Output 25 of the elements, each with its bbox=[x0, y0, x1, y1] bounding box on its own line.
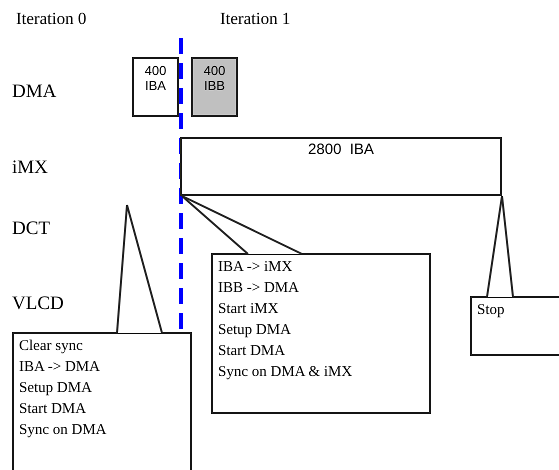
step-text: Start iMX bbox=[218, 300, 278, 319]
step-text: Stop bbox=[477, 301, 505, 320]
step-text: Start DMA bbox=[19, 400, 86, 419]
row-label: DMA bbox=[12, 80, 56, 104]
step-text: Setup DMA bbox=[218, 321, 291, 340]
step-text: Sync on DMA bbox=[19, 421, 107, 440]
callout-box bbox=[470, 296, 559, 356]
step-text: IBB -> DMA bbox=[218, 279, 299, 298]
callout-box bbox=[12, 332, 192, 470]
memory-block: 400 IBB bbox=[191, 57, 238, 117]
step-text: IBA -> DMA bbox=[19, 358, 100, 377]
step-text: IBA -> iMX bbox=[218, 258, 292, 277]
callout-pointer bbox=[486, 196, 514, 298]
step-text: Setup DMA bbox=[19, 379, 92, 398]
row-label: iMX bbox=[12, 156, 48, 180]
column-heading: Iteration 0 bbox=[16, 8, 86, 30]
memory-block: 400 IBA bbox=[132, 57, 179, 117]
callout-pointer bbox=[116, 204, 163, 334]
row-label: DCT bbox=[12, 217, 50, 241]
row-label: VLCD bbox=[12, 292, 64, 316]
column-heading: Iteration 1 bbox=[220, 8, 290, 30]
callout-pointer bbox=[181, 195, 302, 255]
step-text: Sync on DMA & iMX bbox=[218, 363, 352, 382]
step-text: Clear sync bbox=[19, 337, 83, 356]
step-text: Start DMA bbox=[218, 342, 286, 361]
